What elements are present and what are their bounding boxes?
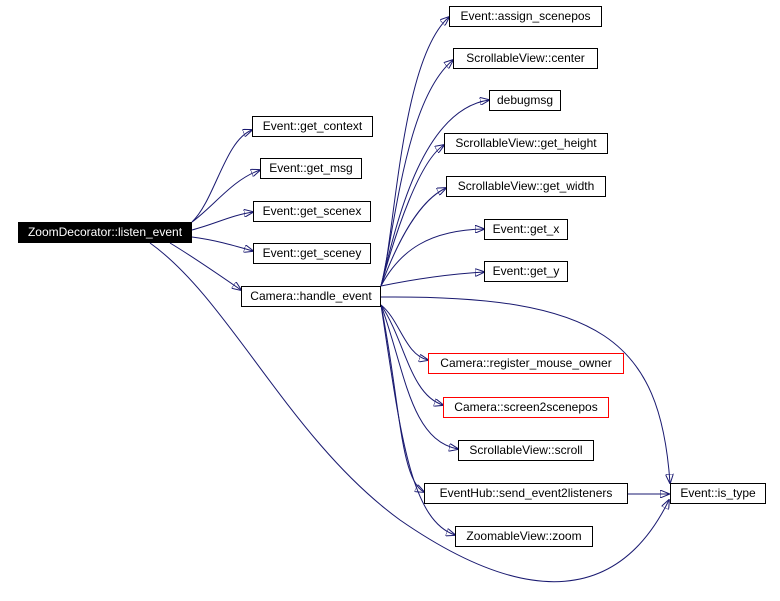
edge-handle-event-to-get-x (380, 229, 484, 287)
edge-root-to-get-context (191, 130, 252, 223)
edge-root-to-get-scenex (191, 212, 253, 231)
node-eventhub-send-event2listeners[interactable]: EventHub::send_event2listeners (424, 483, 628, 504)
node-camera-register-mouse-owner[interactable]: Camera::register_mouse_owner (428, 353, 624, 374)
edge-handle-event-to-get-width (380, 188, 446, 287)
node-zoomableview-zoom[interactable]: ZoomableView::zoom (455, 526, 593, 547)
node-zoomdecorator-listen-event: ZoomDecorator::listen_event (18, 222, 192, 243)
edge-root-to-handle-event (169, 242, 241, 290)
edge-handle-event-to-register-mouse-owner (380, 304, 428, 360)
node-scrollableview-center[interactable]: ScrollableView::center (453, 48, 598, 69)
node-scrollableview-get-width[interactable]: ScrollableView::get_width (446, 176, 606, 197)
edge-handle-event-to-get-height (380, 145, 444, 287)
edge-handle-event-to-assign-scenepos (380, 17, 449, 287)
node-debugmsg[interactable]: debugmsg (489, 90, 561, 111)
edge-root-to-get-msg (191, 170, 260, 223)
node-event-get-scenex[interactable]: Event::get_scenex (253, 201, 371, 222)
edge-handle-event-to-get-y (380, 272, 484, 287)
edge-handle-event-to-send-event2listeners (380, 304, 424, 492)
node-scrollableview-get-height[interactable]: ScrollableView::get_height (444, 133, 608, 154)
node-camera-screen2scenepos[interactable]: Camera::screen2scenepos (443, 397, 609, 418)
edge-handle-event-to-scroll (380, 304, 458, 449)
node-event-get-context[interactable]: Event::get_context (252, 116, 373, 137)
node-event-assign-scenepos[interactable]: Event::assign_scenepos (449, 6, 602, 27)
node-event-get-x[interactable]: Event::get_x (484, 219, 568, 240)
edge-root-to-get-sceney (191, 236, 253, 251)
node-event-get-sceney[interactable]: Event::get_sceney (253, 243, 371, 264)
node-event-get-msg[interactable]: Event::get_msg (260, 158, 362, 179)
edge-handle-event-to-center (380, 60, 453, 287)
node-scrollableview-scroll[interactable]: ScrollableView::scroll (458, 440, 594, 461)
node-event-is-type[interactable]: Event::is_type (670, 483, 766, 504)
node-event-get-y[interactable]: Event::get_y (484, 261, 568, 282)
node-camera-handle-event[interactable]: Camera::handle_event (241, 286, 381, 307)
